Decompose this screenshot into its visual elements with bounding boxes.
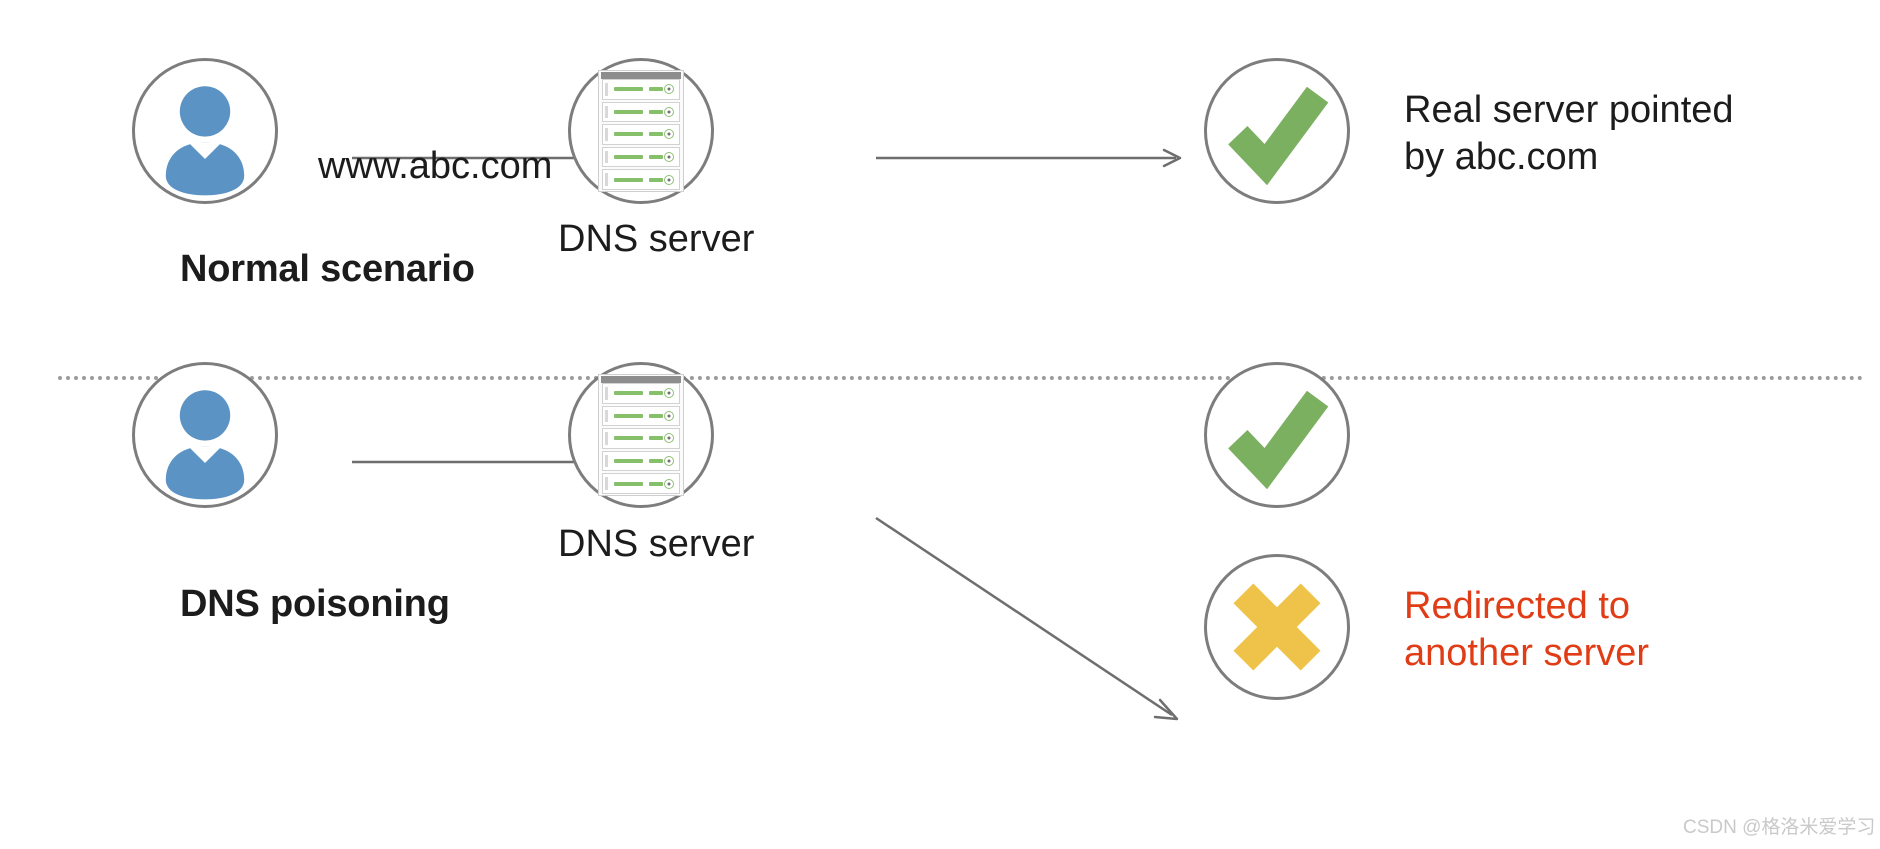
check-icon bbox=[1228, 390, 1329, 490]
rack-led-icon bbox=[664, 84, 674, 95]
rack-status-bar-long bbox=[614, 391, 643, 396]
person-icon bbox=[165, 86, 245, 196]
rack-status-bar-short bbox=[649, 436, 663, 441]
rack-led-icon bbox=[664, 433, 674, 444]
arrow-dns-to-server-normal bbox=[876, 148, 1182, 168]
rack-status-bar-short bbox=[649, 481, 663, 486]
rack-top-bar bbox=[601, 72, 681, 79]
rack-status-bar-short bbox=[649, 132, 663, 137]
arrow-dns-to-fake-server bbox=[875, 516, 1179, 721]
rack-unit bbox=[602, 124, 680, 145]
rack-unit bbox=[602, 383, 680, 404]
rack-status-bar-short bbox=[649, 109, 663, 114]
result-node-normal bbox=[1204, 58, 1350, 204]
rack-status-bar-long bbox=[614, 177, 643, 182]
rack-led-icon bbox=[664, 129, 674, 140]
server-rack-icon bbox=[598, 374, 684, 496]
edge-label-www-abc-com: www.abc.com bbox=[318, 145, 553, 187]
rack-unit bbox=[602, 169, 680, 190]
rack-led-icon bbox=[664, 106, 674, 117]
server-rack-icon bbox=[598, 70, 684, 192]
dns-node-label-poisoning: DNS server bbox=[558, 523, 755, 565]
rack-unit bbox=[602, 450, 680, 472]
rack-status-bar-short bbox=[649, 413, 663, 418]
annotation-redirected-line1: Redirected to bbox=[1404, 585, 1631, 627]
rack-unit bbox=[602, 146, 680, 168]
rack-status-bar-short bbox=[649, 87, 663, 92]
rack-status-bar-long bbox=[614, 459, 643, 464]
rack-unit bbox=[602, 79, 680, 100]
user-node-normal bbox=[132, 58, 278, 204]
rack-status-bar-long bbox=[614, 132, 643, 137]
person-icon bbox=[165, 390, 245, 500]
good-result-node-poisoning bbox=[1204, 362, 1350, 508]
rack-status-bar-short bbox=[649, 177, 663, 182]
rack-unit bbox=[602, 428, 680, 449]
annotation-real-server-line1: Real server pointed bbox=[1404, 89, 1734, 131]
dns-node-poisoning bbox=[568, 362, 714, 508]
cross-icon bbox=[1233, 583, 1321, 671]
rack-led-icon bbox=[664, 174, 674, 185]
annotation-redirected-line2: another server bbox=[1404, 632, 1650, 674]
rack-status-bar-long bbox=[614, 481, 643, 486]
rack-status-bar-long bbox=[614, 87, 643, 92]
section-divider bbox=[58, 376, 1864, 380]
rack-status-bar-short bbox=[649, 459, 663, 464]
section-caption-normal: Normal scenario bbox=[180, 248, 475, 290]
rack-led-icon bbox=[664, 388, 674, 399]
rack-led-icon bbox=[664, 152, 674, 163]
annotation-real-server-line2: by abc.com bbox=[1404, 136, 1599, 178]
rack-unit bbox=[602, 473, 680, 494]
rack-status-bar-short bbox=[649, 391, 663, 396]
rack-status-bar-long bbox=[614, 436, 643, 441]
check-icon bbox=[1228, 86, 1329, 186]
rack-led-icon bbox=[664, 410, 674, 421]
rack-status-bar-long bbox=[614, 109, 643, 114]
csdn-watermark: CSDN @格洛米爱学习 bbox=[1683, 817, 1876, 838]
dns-node-normal bbox=[568, 58, 714, 204]
rack-status-bar-long bbox=[614, 413, 643, 418]
rack-unit bbox=[602, 405, 680, 427]
rack-top-bar bbox=[601, 376, 681, 383]
user-node-poisoning bbox=[132, 362, 278, 508]
rack-led-icon bbox=[664, 478, 674, 489]
section-caption-poisoning: DNS poisoning bbox=[180, 583, 450, 625]
bad-result-node-poisoning bbox=[1204, 554, 1350, 700]
rack-status-bar-short bbox=[649, 155, 663, 160]
dns-node-label-normal: DNS server bbox=[558, 218, 755, 260]
rack-status-bar-long bbox=[614, 155, 643, 160]
rack-unit bbox=[602, 101, 680, 123]
rack-led-icon bbox=[664, 456, 674, 467]
